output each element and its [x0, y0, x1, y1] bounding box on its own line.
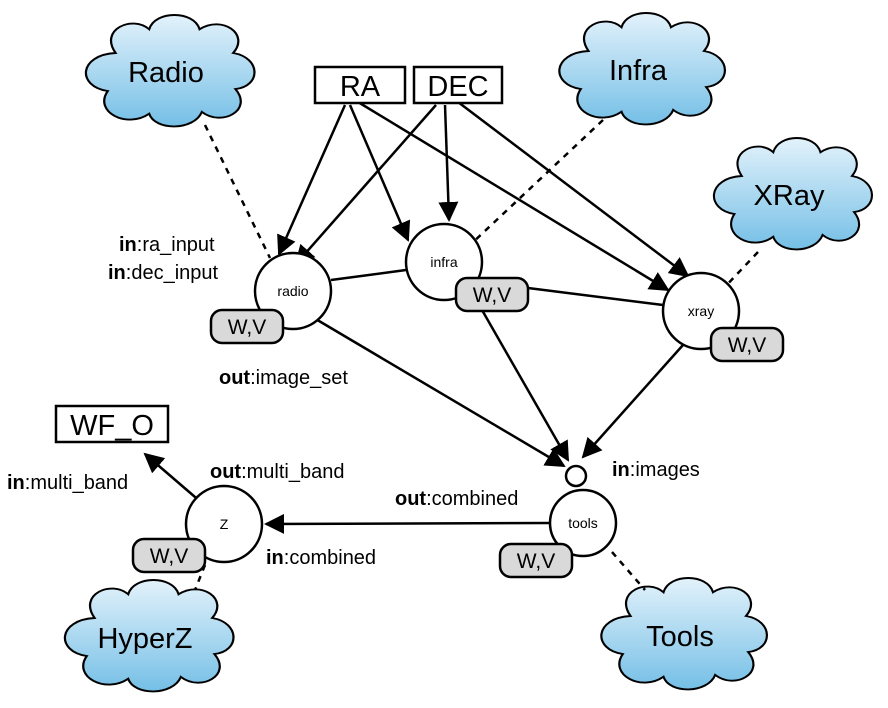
- cloud-xray-label: XRay: [754, 180, 825, 212]
- port-out-combined: out:combined: [395, 488, 518, 510]
- port-out-combined-name: :combined: [426, 488, 518, 510]
- port-ra-input-name: :ra_input: [137, 234, 215, 256]
- node-tools-input-port: [564, 464, 588, 488]
- port-in-multi-band-name: :multi_band: [25, 472, 128, 494]
- badge-radio-label: W,V: [228, 316, 267, 339]
- port-dec-input-name: :dec_input: [126, 262, 219, 284]
- port-in-multi-band-keyword: in: [7, 472, 25, 494]
- input-box-ra: RA: [313, 65, 407, 105]
- edge-ra-xray: [357, 100, 670, 292]
- node-tools-label: tools: [568, 515, 598, 531]
- badge-radio: W,V: [209, 308, 285, 345]
- port-out-multi-band-keyword: out: [210, 461, 241, 483]
- output-box-wfo: WF_O: [54, 404, 170, 444]
- badge-z-label: W,V: [150, 545, 189, 568]
- port-image-set: out:image_set: [219, 367, 348, 389]
- edge-dec-xray: [457, 101, 690, 278]
- port-ra-input: in:ra_input: [119, 234, 215, 256]
- badge-infra-label: W,V: [473, 284, 512, 307]
- port-dec-input-keyword: in: [108, 262, 126, 284]
- node-edges: [143, 268, 684, 534]
- edge-dec-infra: [438, 104, 459, 222]
- node-infra-label: infra: [430, 254, 457, 270]
- badge-infra: W,V: [454, 276, 530, 313]
- badge-tools: W,V: [498, 542, 574, 579]
- node-z: Z: [184, 484, 264, 564]
- cloud-tools-label: Tools: [646, 621, 714, 653]
- node-tools: tools: [548, 488, 618, 558]
- edge-dec-radio: [294, 104, 437, 266]
- badge-xray-label: W,V: [728, 334, 767, 357]
- dashed-radio-link: [203, 124, 272, 259]
- node-xray-label: xray: [688, 303, 714, 319]
- port-in-combined-keyword: in: [266, 547, 284, 569]
- port-out-multi-band-name: :multi_band: [241, 461, 344, 483]
- dashed-tools-link: [611, 551, 646, 591]
- edge-radio-infra: [330, 268, 407, 282]
- cloud-radio-label: Radio: [128, 57, 204, 89]
- input-dec-label: DEC: [427, 71, 488, 103]
- edge-ra-radio: [277, 104, 347, 256]
- edge-infra-tools: [480, 309, 570, 462]
- edge-infra-xray: [527, 286, 664, 307]
- edge-z-wfo: [143, 452, 203, 504]
- dashed-links: [193, 119, 759, 591]
- port-in-combined-name: :combined: [284, 547, 376, 569]
- port-images-keyword: in: [612, 459, 630, 481]
- port-out-combined-keyword: out: [395, 488, 426, 510]
- badge-z: W,V: [131, 537, 207, 574]
- port-dec-input: in:dec_input: [108, 262, 219, 284]
- edge-xray-tools: [581, 344, 684, 459]
- edge-radio-tools: [313, 316, 566, 468]
- port-image-set-name: :image_set: [250, 367, 348, 389]
- dashed-xray-link: [721, 251, 759, 291]
- port-images-name: :images: [630, 459, 700, 481]
- cloud-infra-label: Infra: [609, 55, 668, 87]
- port-out-multi-band: out:multi_band: [210, 461, 345, 483]
- port-images: in:images: [612, 459, 700, 481]
- port-in-multi-band: in:multi_band: [7, 472, 128, 494]
- node-radio-label: radio: [277, 283, 308, 299]
- edge-tools-z: [264, 513, 551, 534]
- edge-ra-infra: [348, 104, 411, 242]
- input-ra-label: RA: [340, 71, 381, 103]
- port-image-set-keyword: out: [219, 367, 250, 389]
- badge-xray: W,V: [709, 326, 785, 363]
- node-z-label: Z: [220, 516, 229, 532]
- input-edges: [277, 100, 690, 292]
- input-box-dec: DEC: [412, 65, 504, 105]
- port-ra-input-keyword: in: [119, 234, 137, 256]
- dashed-hyperz-link: [193, 564, 207, 591]
- port-in-combined: in:combined: [266, 547, 376, 569]
- output-wfo-label: WF_O: [70, 410, 154, 442]
- cloud-hyperz-label: HyperZ: [97, 623, 192, 655]
- badge-tools-label: W,V: [517, 550, 556, 573]
